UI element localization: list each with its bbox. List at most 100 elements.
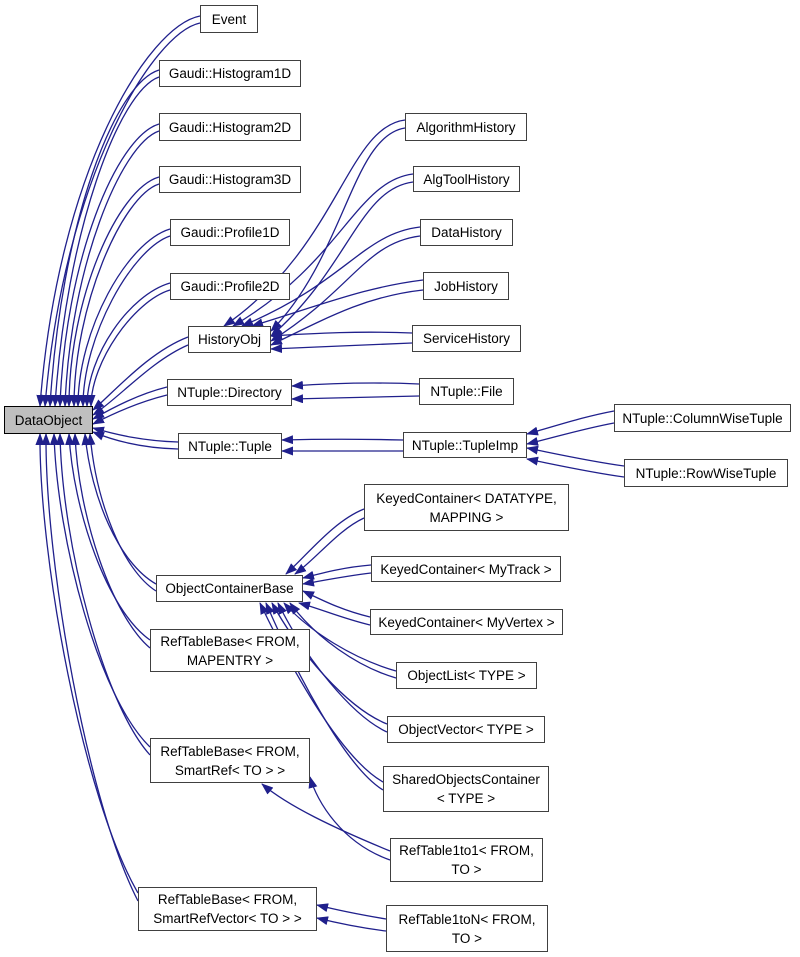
inheritance-edge-rt11-to-rtbsr: [261, 783, 391, 852]
class-node-historyobj[interactable]: HistoryObj: [188, 326, 271, 353]
inheritance-edge-ntcol-to-nttupleimp: [526, 422, 615, 446]
class-node-label: RefTableBase< FROM,: [160, 633, 300, 649]
class-node-label: Gaudi::Histogram3D: [168, 172, 292, 187]
class-node-ntrow[interactable]: NTuple::RowWiseTuple: [624, 459, 788, 487]
class-node-rtbsrv[interactable]: RefTableBase< FROM, SmartRefVector< TO > …: [138, 887, 317, 931]
inheritance-edge-rtbsrv-to-dataobject: [41, 433, 139, 902]
inheritance-edge-p1d-to-dataobject: [78, 235, 171, 407]
class-node-label: RefTable1toN< FROM,: [398, 911, 536, 927]
class-node-label: Gaudi::Profile2D: [180, 279, 280, 294]
inheritance-edge-shared-to-ocb: [265, 602, 384, 791]
inheritance-edge-nttupleimp-to-nttuple: [281, 435, 404, 445]
class-node-label: ObjectList< TYPE >: [407, 668, 526, 683]
class-node-label: MAPPING >: [429, 509, 504, 525]
class-node-label: SmartRefVector< TO > >: [153, 911, 302, 926]
inheritance-edge-objvec-to-ocb: [277, 602, 388, 733]
class-node-label: ServiceHistory: [422, 331, 511, 346]
inheritance-edge-event-to-dataobject: [41, 22, 201, 407]
class-node-nttupleimp[interactable]: NTuple::TupleImp: [403, 432, 527, 458]
class-node-rt1n[interactable]: RefTable1toN< FROM, TO >: [386, 905, 548, 952]
inheritance-edge-ocb-to-dataobject: [86, 433, 157, 592]
class-node-label: RefTable1to1< FROM,: [399, 843, 534, 858]
inheritance-edge-algtoolhist-to-historyobj: [270, 181, 414, 337]
class-node-label: ObjectContainerBase: [165, 581, 294, 596]
class-node-label: SmartRef< TO > >: [174, 762, 286, 778]
class-node-event[interactable]: Event: [200, 5, 258, 33]
inheritance-edge-event-to-dataobject: [36, 15, 201, 407]
class-node-nttuple[interactable]: NTuple::Tuple: [178, 433, 282, 459]
class-node-objvec[interactable]: ObjectVector< TYPE >: [387, 716, 545, 743]
class-node-label: TO >: [451, 862, 482, 877]
inheritance-edge-ntrow-to-nttupleimp: [526, 445, 625, 467]
class-node-ocb[interactable]: ObjectContainerBase: [156, 575, 303, 602]
class-node-kcvertex[interactable]: KeyedContainer< MyVertex >: [370, 609, 563, 635]
inheritance-edge-kctrack-to-ocb: [302, 572, 372, 587]
class-node-label: NTuple::RowWiseTuple: [635, 465, 777, 481]
class-node-label: RefTableBase< FROM,: [157, 892, 298, 907]
inheritance-edge-shared-to-ocb: [259, 602, 384, 783]
class-node-jobhist[interactable]: JobHistory: [423, 272, 509, 300]
class-node-algtoolhist[interactable]: AlgToolHistory: [413, 166, 520, 192]
class-node-ntcol[interactable]: NTuple::ColumnWiseTuple: [614, 404, 791, 432]
inheritance-edge-jobhist-to-historyobj: [270, 289, 424, 346]
inheritance-edge-p1d-to-dataobject: [73, 228, 171, 407]
inheritance-edge-rtbsrv-to-dataobject: [35, 433, 139, 894]
class-node-label: KeyedContainer< DATATYPE,: [376, 490, 557, 506]
class-node-label: TO >: [451, 930, 483, 946]
class-node-label: MAPENTRY >: [186, 652, 274, 668]
class-node-label: JobHistory: [434, 278, 498, 294]
inheritance-edge-alghist-to-historyobj: [270, 127, 406, 332]
class-node-label: AlgorithmHistory: [416, 119, 516, 135]
class-node-ntfile[interactable]: NTuple::File: [419, 378, 514, 405]
class-node-kcdt[interactable]: KeyedContainer< DATATYPE, MAPPING >: [364, 484, 569, 531]
class-node-label: NTuple::TupleImp: [411, 437, 519, 453]
class-node-dataobject: DataObject: [4, 406, 93, 434]
class-node-label: NTuple::File: [430, 384, 503, 399]
class-node-label: RefTableBase< FROM,: [160, 743, 300, 759]
inheritance-edge-h3d-to-dataobject: [64, 176, 160, 407]
class-node-rtbmap[interactable]: RefTableBase< FROM, MAPENTRY >: [150, 629, 310, 672]
class-node-label: NTuple::Tuple: [188, 438, 272, 454]
class-node-servhist[interactable]: ServiceHistory: [412, 325, 521, 352]
inheritance-edge-h2d-to-dataobject: [60, 130, 160, 407]
class-node-ntdir[interactable]: NTuple::Directory: [167, 379, 292, 406]
inheritance-edge-h1d-to-dataobject: [46, 69, 160, 407]
class-node-h1d[interactable]: Gaudi::Histogram1D: [159, 60, 301, 87]
class-node-label: AlgToolHistory: [423, 171, 510, 187]
class-node-rtbsr[interactable]: RefTableBase< FROM, SmartRef< TO > >: [150, 738, 310, 783]
class-node-label: KeyedContainer< MyTrack >: [380, 561, 552, 577]
inheritance-edge-objlist-to-ocb: [289, 602, 397, 679]
inheritance-edge-kcdt-to-ocb: [285, 508, 365, 575]
class-node-p2d[interactable]: Gaudi::Profile2D: [170, 273, 290, 300]
class-node-alghist[interactable]: AlgorithmHistory: [405, 113, 527, 141]
class-node-objlist[interactable]: ObjectList< TYPE >: [396, 662, 537, 689]
class-node-label: DataObject: [14, 412, 83, 428]
inheritance-edge-ocb-to-dataobject: [81, 433, 157, 585]
inheritance-edge-algtoolhist-to-historyobj: [232, 173, 414, 327]
class-node-kctrack[interactable]: KeyedContainer< MyTrack >: [371, 556, 561, 582]
inheritance-edge-h2d-to-dataobject: [55, 123, 160, 407]
inheritance-edge-nttuple-to-dataobject: [92, 431, 179, 450]
class-node-h3d[interactable]: Gaudi::Histogram3D: [159, 166, 301, 193]
class-node-p1d[interactable]: Gaudi::Profile1D: [170, 219, 290, 246]
class-node-label: NTuple::Directory: [177, 385, 282, 400]
inheritance-edge-servhist-to-historyobj: [270, 330, 413, 340]
class-node-shared[interactable]: SharedObjectsContainer< TYPE >: [383, 766, 549, 812]
class-node-rt11[interactable]: RefTable1to1< FROM, TO >: [390, 838, 543, 882]
inheritance-edge-rtbmap-to-dataobject: [65, 433, 151, 641]
inheritance-edge-h1d-to-dataobject: [51, 76, 160, 407]
inheritance-edge-servhist-to-historyobj: [270, 342, 413, 354]
class-node-label: Event: [211, 11, 247, 27]
inheritance-edge-rtbmap-to-dataobject: [70, 433, 151, 649]
class-node-datahist[interactable]: DataHistory: [420, 219, 513, 246]
inheritance-edge-kcvertex-to-ocb: [298, 601, 371, 626]
inheritance-edge-p2d-to-dataobject: [86, 289, 171, 407]
inheritance-edge-rt1n-to-rtbsrv: [316, 916, 387, 932]
class-node-label: KeyedContainer< MyVertex >: [378, 614, 555, 630]
inheritance-edge-p2d-to-dataobject: [82, 282, 171, 407]
class-node-label: DataHistory: [431, 225, 502, 240]
class-node-h2d[interactable]: Gaudi::Histogram2D: [159, 113, 301, 141]
inheritance-edge-kcdt-to-ocb: [294, 517, 365, 575]
class-node-label: ObjectVector< TYPE >: [398, 722, 534, 737]
inheritance-edge-datahist-to-historyobj: [241, 226, 421, 327]
